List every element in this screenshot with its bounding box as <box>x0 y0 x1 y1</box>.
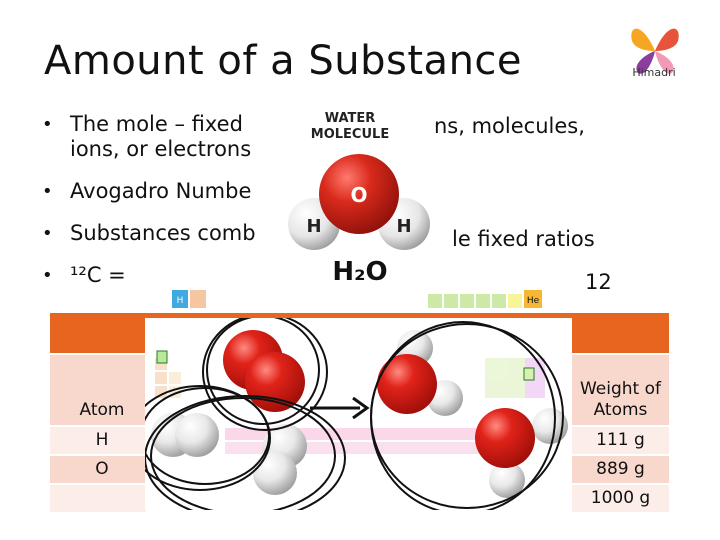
table-row-bg <box>572 427 669 454</box>
bullet-item: ¹²C = <box>40 263 640 288</box>
molecule-heading-line2: MOLECULE <box>311 127 389 142</box>
table-header-cell <box>50 355 146 425</box>
table-cell-weight: 111 g <box>596 430 645 450</box>
bullet-text-right: ns, molecules, <box>434 114 585 138</box>
bullet-item: Substances comb <box>40 221 640 246</box>
table-cell-atom: H <box>95 430 109 450</box>
table-row-bg <box>572 485 669 512</box>
he-symbol: He <box>527 296 540 306</box>
table-row-bg <box>50 427 146 454</box>
slide-title: Amount of a Substance <box>44 38 523 84</box>
molecule-heading-line1: WATER <box>325 111 376 126</box>
bullet-text-right: le fixed ratios <box>452 227 595 251</box>
bullet-text: The mole – fixed <box>70 112 243 136</box>
table-header-cell <box>572 355 669 425</box>
table-header-atom: Atom <box>79 400 125 420</box>
table-row-bg <box>50 485 146 512</box>
table-row-bg <box>572 456 669 483</box>
atom-o-label: O <box>350 183 367 207</box>
bullet-text-right: 12 <box>585 270 612 294</box>
water-molecule-picture: WATER MOLECULE O H H H₂O <box>280 100 430 287</box>
table-header-weight-line2: Atoms <box>593 400 648 420</box>
bullet-item: The mole – fixed ions, or electrons <box>40 112 640 162</box>
bullet-text: Substances comb <box>70 221 256 245</box>
table-cell-weight: 889 g <box>596 459 645 479</box>
butterfly-logo-icon <box>631 28 679 74</box>
bullet-list: The mole – fixed ions, or electrons Avog… <box>40 112 640 305</box>
table-cell-weight: 1000 g <box>590 488 651 508</box>
reaction-illustration <box>145 318 572 510</box>
formula-label: H₂O <box>332 257 387 286</box>
bullet-text: Avogadro Numbe <box>70 179 252 203</box>
logo-text: Himadri <box>632 66 676 79</box>
table-row-bg <box>50 456 146 483</box>
periodic-table-top-strip: H He <box>172 290 542 308</box>
bullet-text: ¹²C = <box>70 263 126 287</box>
table-cell-atom: O <box>95 459 109 479</box>
atom-h-right-label: H <box>396 216 411 237</box>
bullet-item: Avogadro Numbe <box>40 179 640 204</box>
h-symbol: H <box>177 296 184 306</box>
bullet-text-line2: ions, or electrons <box>70 137 252 161</box>
atom-h-left-label: H <box>306 216 321 237</box>
table-header-weight-line1: Weight of <box>579 379 661 399</box>
